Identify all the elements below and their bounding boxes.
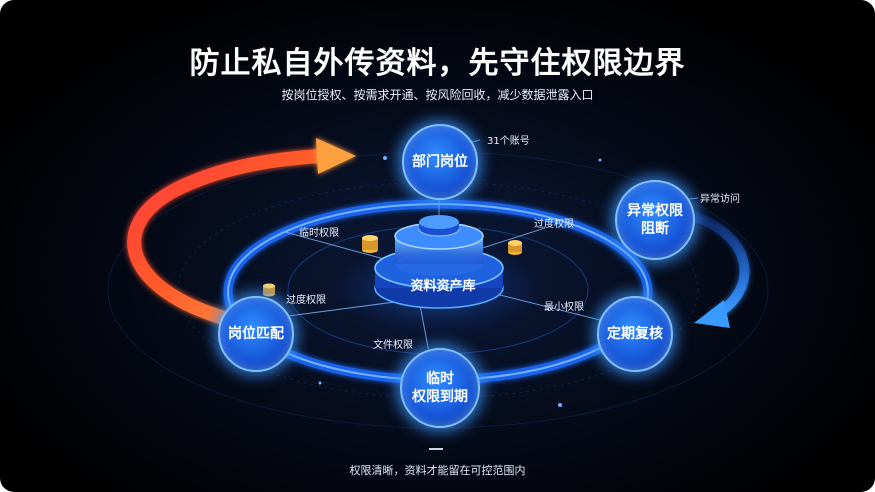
- node-abnormal-block: 异常权限阻断: [615, 180, 695, 260]
- risk-arrow: [127, 149, 327, 332]
- risk-arrow-head: [316, 138, 356, 174]
- coin-stacks: [263, 235, 522, 297]
- page-subtitle: 按岗位授权、按需求开通、按风险回收，减少数据泄露入口: [281, 88, 594, 102]
- core-label: 资料资产库: [410, 279, 476, 294]
- label-account: 31个账号: [487, 136, 530, 147]
- node-department-position: 部门岗位: [402, 124, 478, 200]
- page-title: 防止私自外传资料，先守住权限边界: [189, 46, 686, 81]
- label-abnormal-access: 异常访问: [700, 194, 740, 205]
- node-temp-expire: 临时权限到期: [400, 348, 480, 428]
- review-arrow-head: [694, 300, 730, 328]
- label-file-permission: 文件权限: [373, 340, 413, 351]
- footer-divider: [429, 448, 443, 450]
- label-excess-permission-right: 过度权限: [534, 219, 574, 230]
- database-core: [374, 215, 504, 309]
- label-min-permission: 最小权限: [544, 302, 584, 313]
- sparkle-dots: [318, 156, 602, 407]
- label-temp-permission: 临时权限: [299, 228, 339, 239]
- label-excess-permission-left: 过度权限: [286, 295, 326, 306]
- footer-caption: 权限清晰，资料才能留在可控范围内: [349, 464, 526, 477]
- node-periodic-review: 定期复核: [597, 296, 673, 372]
- review-arrow: [685, 210, 750, 320]
- node-position-match: 岗位匹配: [218, 296, 294, 372]
